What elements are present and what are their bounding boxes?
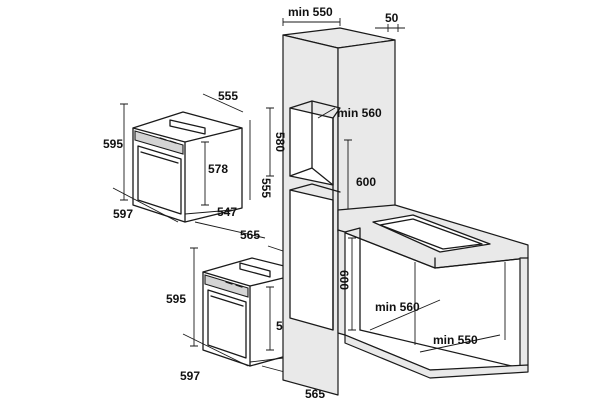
oven-b-height-label: 595 — [166, 292, 186, 306]
oven-a-height-label: 595 — [103, 137, 123, 151]
oven-a — [112, 93, 266, 239]
oven-a-width-label: 597 — [113, 207, 133, 221]
base-unit — [337, 204, 529, 379]
counter-depth-label: min 560 — [375, 300, 420, 314]
oven-a-top-depth-label: 555 — [218, 89, 238, 103]
oven-a-bottom-depth-label: 565 — [240, 228, 260, 242]
column-niche-height-label: 580 — [273, 132, 287, 152]
column-top-width-label: min 550 — [288, 5, 333, 19]
oven-a-bottom-width-label: 547 — [217, 205, 237, 219]
counter-width-label: min 550 — [433, 333, 478, 347]
column-depth-label: min 560 — [337, 106, 382, 120]
oven-b-width-label: 597 — [180, 369, 200, 383]
column-thickness-label: 50 — [385, 11, 399, 25]
column-below-height-label: 600 — [356, 175, 376, 189]
oven-a-side-height-label: 555 — [259, 178, 273, 198]
oven-b — [182, 245, 331, 385]
oven-a-cavity-height-label: 578 — [208, 162, 228, 176]
counter-height-label: 600 — [337, 270, 351, 290]
